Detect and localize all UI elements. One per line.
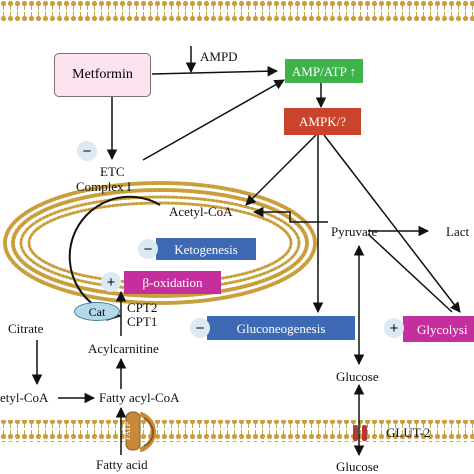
arrow-metformin-to-amp — [151, 65, 279, 77]
glycolysis-plus-symbol: + — [389, 319, 399, 337]
beta-oxidation-box: β-oxidation — [124, 271, 221, 294]
gluconeogenesis-label: Gluconeogenesis — [236, 320, 326, 336]
ketogenesis-minus-symbol: − — [143, 240, 153, 258]
ketogenesis-box: Ketogenesis — [156, 238, 256, 260]
cpt1-label: CPT1 — [127, 314, 158, 329]
amp-atp-box: AMP/ATP ↑ — [285, 59, 363, 83]
etc-label: ETC — [100, 164, 125, 179]
fatp-transporter — [125, 411, 156, 453]
acetyl-coa-left-label: etyl-CoA — [0, 390, 49, 405]
glycolysis-label: Glycolysi — [417, 321, 468, 337]
arrow-ampk-to-glycolysis — [323, 134, 461, 313]
fatty-acyl-coa-label: Fatty acyl-CoA — [99, 390, 180, 405]
metformin-box: Metformin — [54, 53, 151, 97]
acetyl-coa-label: Acetyl-CoA — [169, 204, 233, 219]
amp-atp-label: AMP/ATP ↑ — [291, 63, 357, 79]
ampk-label: AMPK/? — [299, 114, 346, 129]
ampk-box: AMPK/? — [284, 108, 361, 135]
arrow-etc-to-amp — [142, 79, 285, 161]
gluconeogenesis-box: Gluconeogenesis — [207, 316, 355, 340]
citrate-label: Citrate — [8, 321, 44, 336]
etc-minus-symbol: − — [82, 142, 92, 160]
metformin-label: Metformin — [72, 67, 133, 82]
cpt2-label: CPT2 — [127, 300, 158, 315]
pyruvate-label: Pyruvate — [331, 224, 378, 239]
arrow-pyruvate-to-glycolysis-line — [367, 233, 453, 313]
ketogenesis-label: Ketogenesis — [174, 241, 238, 257]
glucose-inner-label: Glucose — [336, 369, 379, 384]
etc-minus-sign: − — [77, 141, 97, 161]
arrow-ampk-to-acetylcoa — [245, 134, 317, 206]
glut2-label: GLUT-2 — [386, 425, 431, 440]
glycolysis-plus-sign: + — [384, 318, 404, 338]
fatp-label: FATP — [123, 421, 132, 440]
cat-label: Cat — [88, 304, 106, 319]
gluconeogenesis-minus-symbol: − — [195, 319, 205, 337]
glucose-outer-label: Glucose — [336, 459, 379, 474]
lactate-label: Lact — [446, 224, 470, 239]
glycolysis-box: Glycolysi — [403, 316, 474, 342]
ampd-label: AMPD — [200, 49, 238, 64]
complex-i-label: Complex I — [76, 179, 132, 194]
cat-transporter: Cat — [74, 302, 120, 321]
arrow-pyruvate-to-acetylcoa — [252, 206, 328, 223]
top-membrane — [0, 0, 474, 22]
gluconeogenesis-minus-sign: − — [190, 318, 210, 338]
beta-oxidation-plus-symbol: + — [106, 273, 116, 291]
acylcarnitine-label: Acylcarnitine — [88, 341, 159, 356]
ketogenesis-minus-sign: − — [138, 239, 158, 259]
fatty-acid-label: Fatty acid — [96, 457, 148, 472]
beta-oxidation-plus-sign: + — [101, 272, 121, 292]
beta-oxidation-label: β-oxidation — [142, 275, 203, 290]
